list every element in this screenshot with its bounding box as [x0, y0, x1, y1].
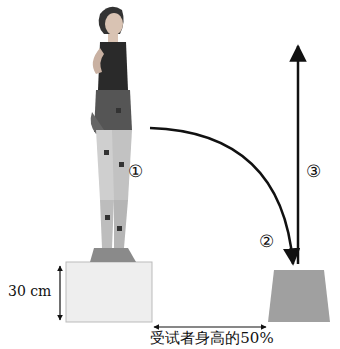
- dimension-label: 受试者身高的50%: [150, 330, 273, 347]
- callout-number: ②: [259, 232, 274, 251]
- callout-number: ①: [128, 162, 143, 181]
- dimension-label: 30 cm: [8, 284, 51, 299]
- drop-box: [66, 262, 152, 322]
- person-figure: [90, 7, 136, 262]
- jump-arrow: [297, 46, 300, 264]
- callout-number: ③: [306, 162, 321, 181]
- landing-platform: [268, 270, 330, 322]
- height-dimension: [59, 266, 60, 320]
- distance-dimension: [154, 326, 266, 327]
- drop-arrow: [150, 128, 293, 264]
